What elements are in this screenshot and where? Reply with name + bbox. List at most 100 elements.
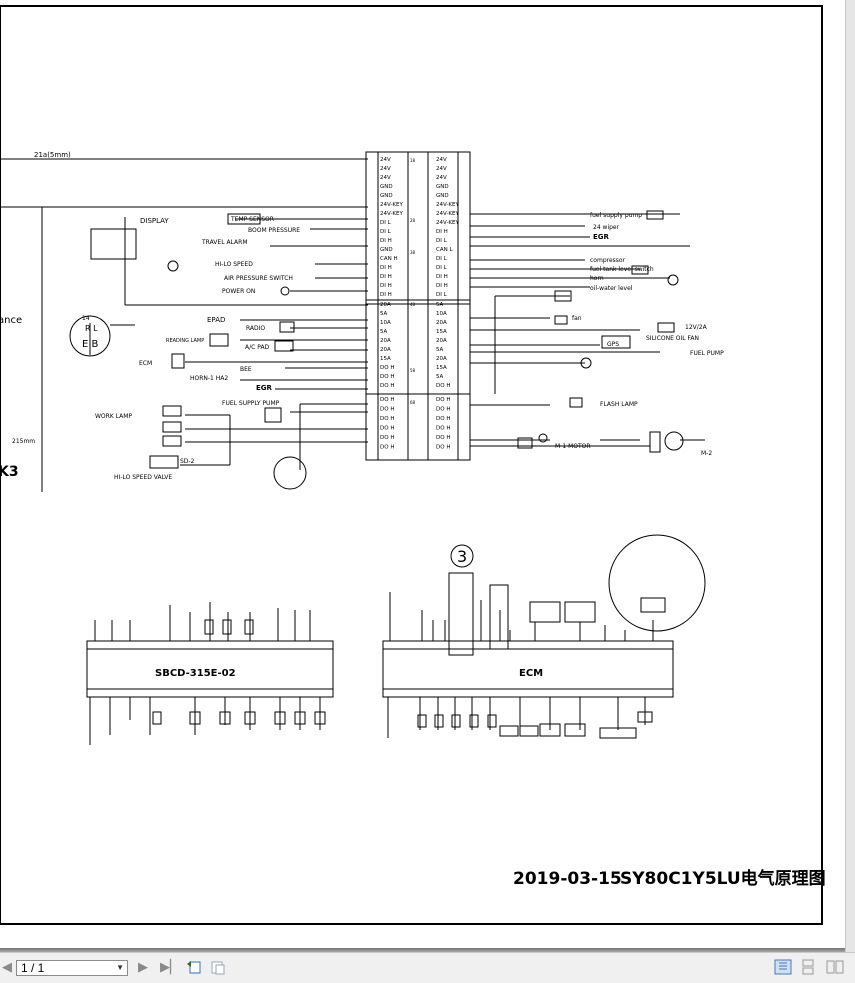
right_rows_mid-2: 20A (436, 320, 447, 326)
right_rows_mid-9: DO H (436, 383, 450, 389)
right_rows_mid-6: 20A (436, 356, 447, 362)
label-m2: M-2 (701, 450, 712, 457)
sheet-border (0, 5, 823, 925)
rows_mid-3: 5A (380, 329, 387, 335)
left-controller-name: SBCD-315E-02 (155, 668, 236, 679)
label-egr-r: EGR (593, 233, 610, 241)
rows_top-8: DI L (380, 229, 392, 235)
two-page-view-icon[interactable] (826, 959, 844, 975)
label-bee: BEE (240, 366, 252, 373)
rows_mid-0: 20A (380, 302, 391, 308)
rows_top-3: GND (380, 184, 393, 190)
label-m1-motor: M-1 MOTOR (555, 443, 591, 450)
rows_mid-7: DO H (380, 365, 394, 371)
label-power-on: POWER ON (222, 288, 255, 295)
label-hi-lo-valve: HI-LO SPEED VALVE (114, 474, 172, 481)
right_rows_top-5: 24V-KEY (436, 202, 460, 208)
label-eb: E B (82, 339, 98, 350)
right_rows_mid-7: 15A (436, 365, 447, 371)
label-sd2: SD-2 (180, 458, 195, 465)
label-rl: R L (85, 324, 98, 333)
rows_top-2: 24V (380, 175, 391, 181)
rows_mid-8: DO H (380, 374, 394, 380)
rows_top-7: DI L (380, 220, 392, 226)
rows_top-6: 24V-KEY (380, 211, 404, 217)
label-flash-lamp: FLASH LAMP (600, 401, 638, 408)
rows_top-1: 24V (380, 166, 391, 172)
rows_mid-6: 15A (380, 356, 391, 362)
prev-page-icon[interactable]: ◀ (2, 959, 12, 974)
label-egr: EGR (256, 384, 273, 392)
right_rows_top-1: 24V (436, 166, 447, 172)
right_rows_bot-5: DO H (436, 445, 450, 451)
right_rows_mid-0: 5A (436, 302, 443, 308)
right_rows_bot-2: DO H (436, 416, 450, 422)
label-21a: 21a(5mm) (34, 151, 71, 159)
right_rows_bot-4: DO H (436, 435, 450, 441)
right_rows_top-4: GND (436, 193, 449, 199)
right_rows_top-9: DI L (436, 238, 448, 244)
go-forward-icon[interactable] (210, 959, 226, 975)
right_rows_top-3: GND (436, 184, 449, 190)
page-selector[interactable]: 1 / 1 ▼ (16, 960, 128, 976)
label-display: DISPLAY (140, 217, 169, 225)
label-k3: K3 (0, 464, 19, 480)
right_rows_top-15: DI L (436, 292, 448, 298)
rows_bot-4: DO H (380, 435, 394, 441)
label-air-pressure: AIR PRESSURE SWITCH (224, 275, 293, 282)
right_rows_mid-1: 10A (436, 311, 447, 317)
label-horn-r: horn (590, 275, 604, 282)
rows_top-11: CAN H (380, 256, 398, 262)
single-page-view-icon[interactable] (774, 959, 792, 975)
label-14: 14 (82, 315, 90, 322)
right_rows_top-2: 24V (436, 175, 447, 181)
rows_top-5: 24V-KEY (380, 202, 404, 208)
right_rows_top-8: DI H (436, 229, 448, 235)
right_rows_mid-3: 15A (436, 329, 447, 335)
label-gps: GPS (607, 341, 619, 348)
label-fan: fan (572, 315, 582, 322)
next-page-icon[interactable]: ▶ (138, 959, 148, 974)
drawing-sheet: 21a(5mm) ance K3 E B R L 14 215mm DISPLA… (0, 0, 845, 948)
label-reading-lamp: READING LAMP (166, 338, 204, 344)
rows_bot-3: DO H (380, 426, 394, 432)
rows_mid-1: 5A (380, 311, 387, 317)
vertical-scrollbar[interactable] (845, 0, 855, 952)
right_rows_bot-3: DO H (436, 426, 450, 432)
label-radio: RADIO (246, 325, 265, 332)
rows_mid-2: 10A (380, 320, 391, 326)
document-viewport: 21a(5mm) ance K3 E B R L 14 215mm DISPLA… (0, 0, 855, 952)
label-fuel-pump-r: FUEL PUMP (690, 350, 724, 357)
rows_bot-0: DO H (380, 397, 394, 403)
label-fuel-tank: fuel tank level switch (590, 266, 654, 273)
rows_top-15: DI H (380, 292, 392, 298)
right_rows_top-14: DI H (436, 283, 448, 289)
continuous-view-icon[interactable] (800, 959, 816, 975)
rows_bot-1: DO H (380, 407, 394, 413)
right-controller-name: ECM (519, 668, 543, 679)
rows_top-9: DI H (380, 238, 392, 244)
block-note-2: 38 (410, 250, 416, 255)
block-note-4: 58 (410, 368, 416, 373)
right_rows_top-12: DI L (436, 265, 448, 271)
circle-label-3: 3 (457, 547, 467, 566)
rows_mid-5: 20A (380, 347, 391, 353)
label-oil-water: oil-water level (590, 285, 633, 292)
right_rows_top-7: 24V-KEY (436, 220, 460, 226)
right_rows_mid-4: 20A (436, 338, 447, 344)
label-horn: HORN-1 HA2 (190, 375, 228, 382)
label-silicone-fan: SILICONE OIL FAN (646, 335, 699, 342)
label-wiper: 24 wiper (593, 224, 620, 231)
rows_top-10: GND (380, 247, 393, 253)
rows_mid-9: DO H (380, 383, 394, 389)
right_rows_top-11: DI L (436, 256, 448, 262)
right_rows_mid-5: 5A (436, 347, 443, 353)
label-ac-pad: A/C PAD (245, 344, 270, 351)
last-page-icon[interactable]: ▶▏ (160, 959, 180, 974)
page-dropdown-icon[interactable]: ▼ (116, 963, 124, 972)
wiring-diagram: 21a(5mm) ance K3 E B R L 14 215mm DISPLA… (0, 5, 826, 925)
label-215mm: 215mm (12, 438, 35, 445)
right_rows_bot-0: DO H (436, 397, 450, 403)
go-back-icon[interactable] (186, 959, 202, 975)
right_rows_top-13: DI H (436, 274, 448, 280)
